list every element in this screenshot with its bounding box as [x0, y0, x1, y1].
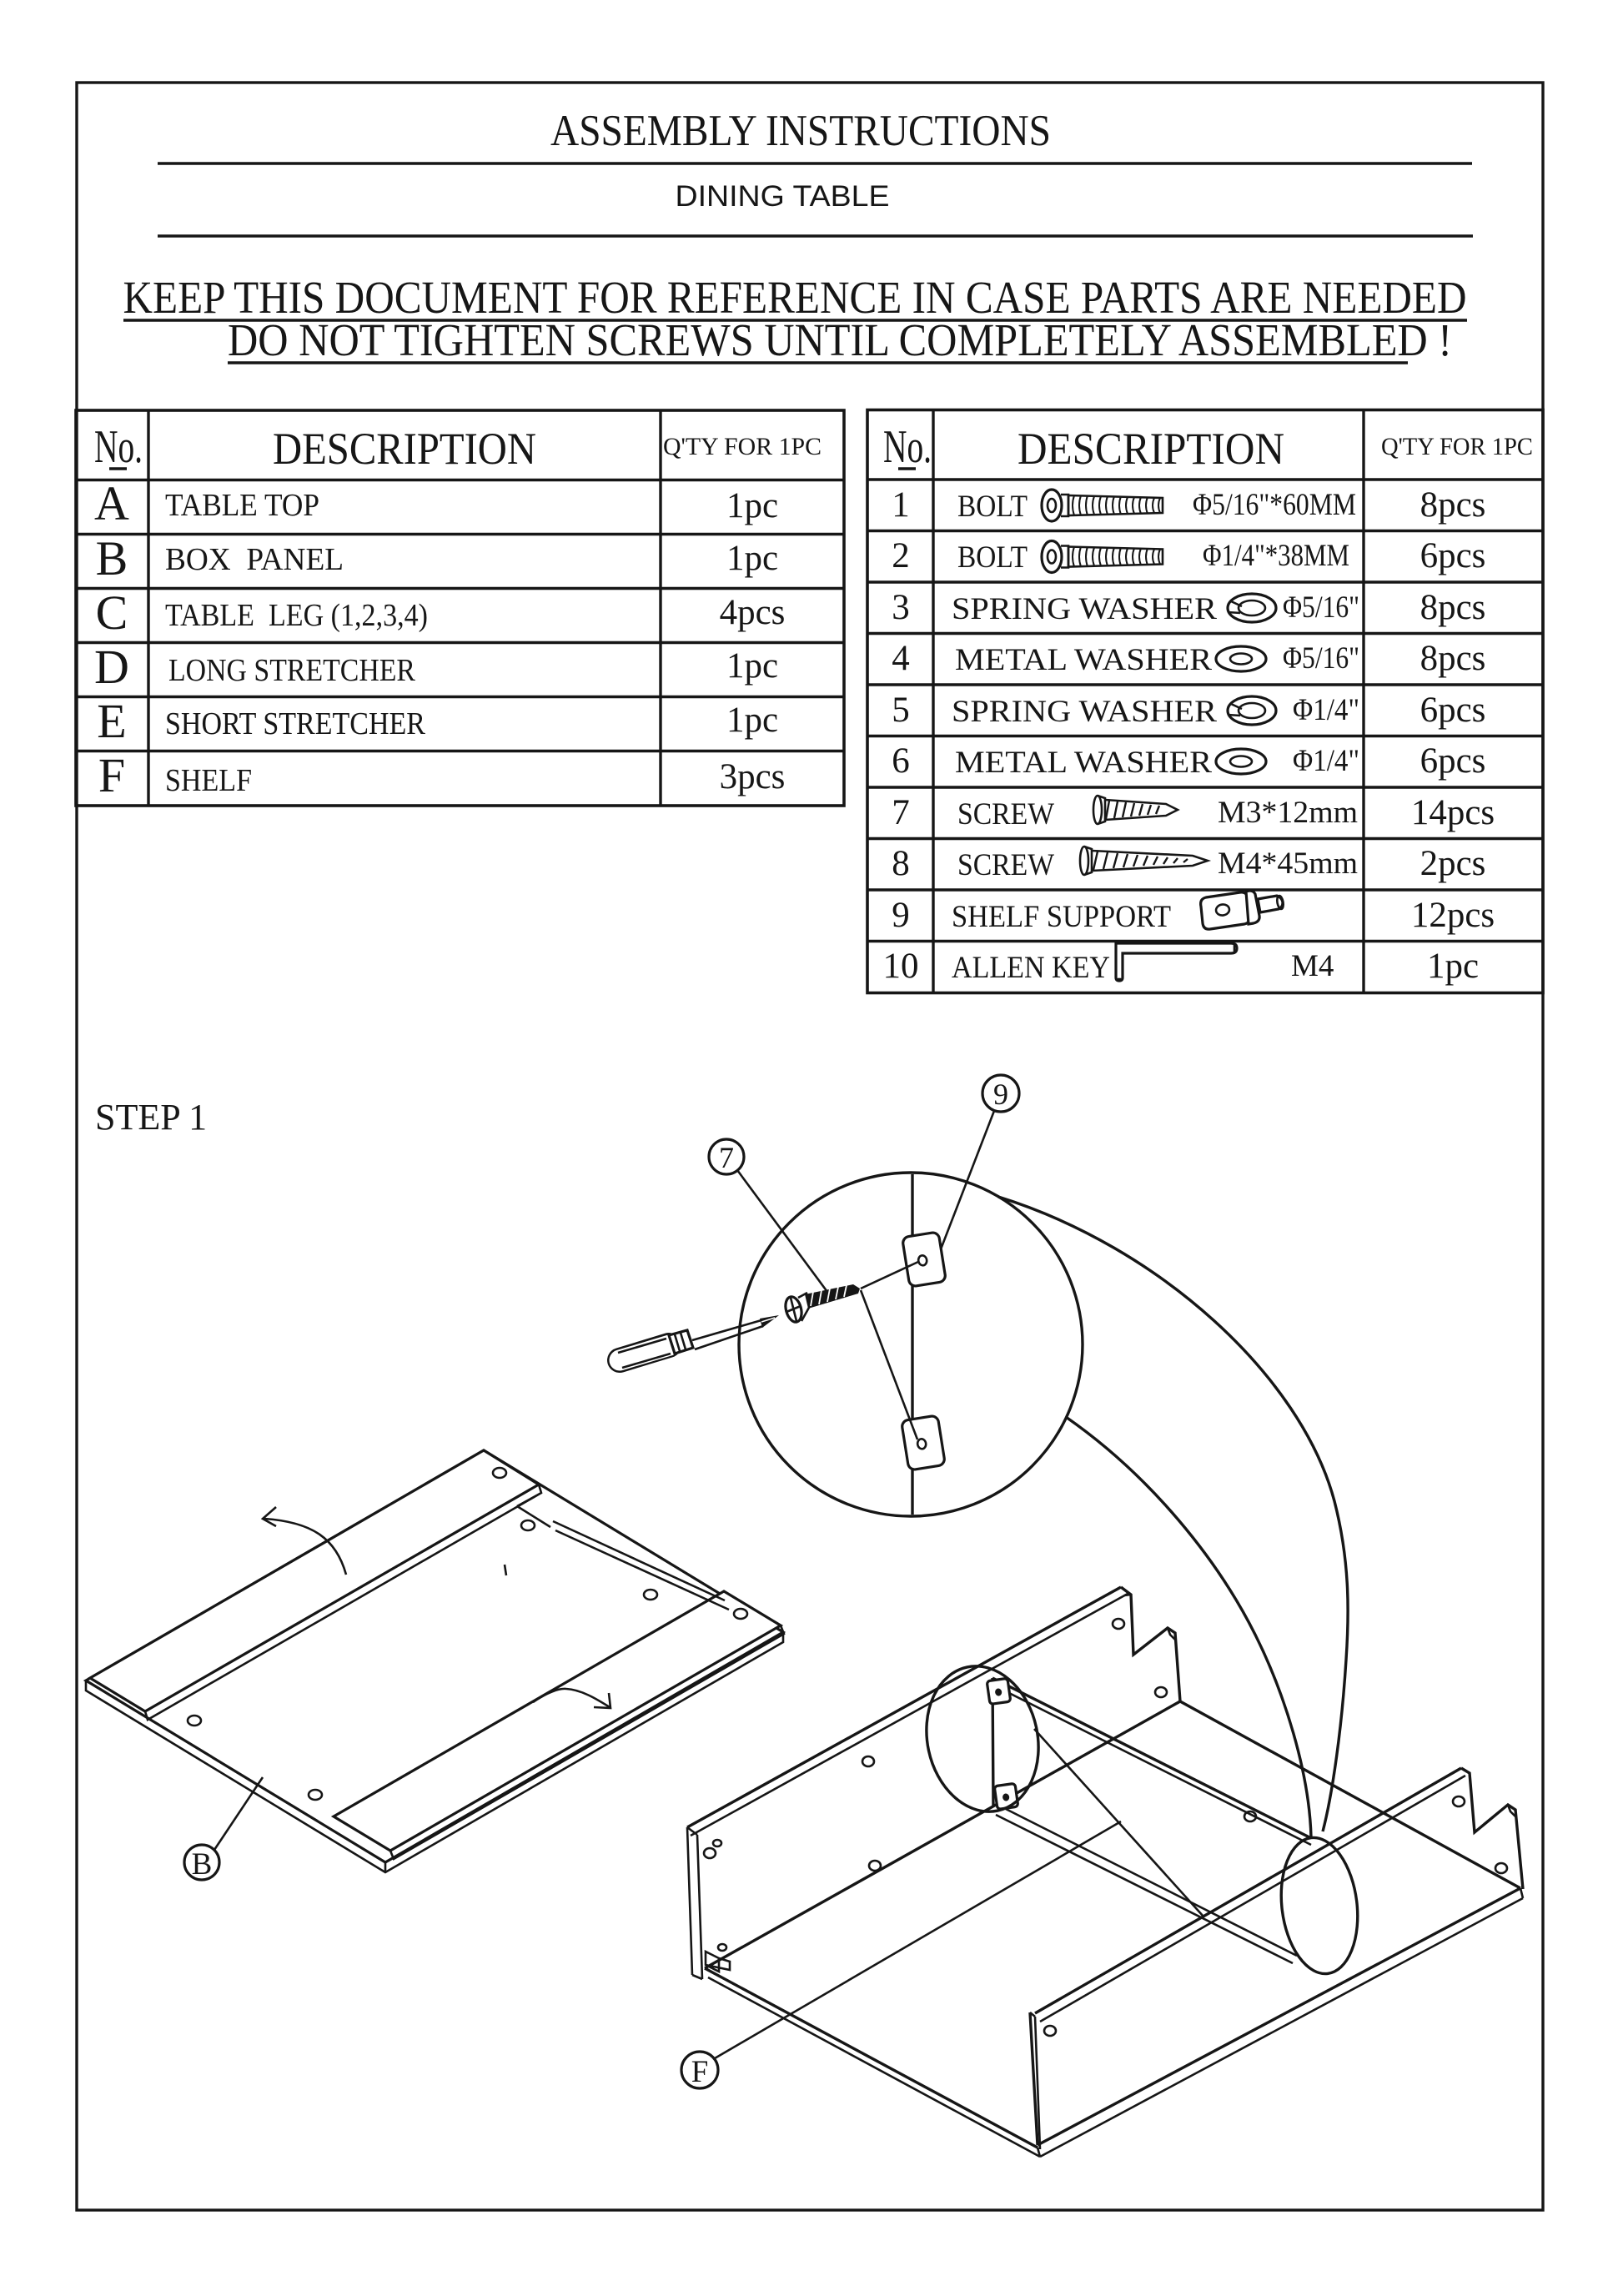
- svg-text:BOX PANEL: BOX PANEL: [165, 542, 344, 577]
- svg-text:8: 8: [892, 844, 910, 883]
- svg-text:4pcs: 4pcs: [720, 593, 786, 632]
- svg-text:DINING TABLE: DINING TABLE: [676, 180, 890, 213]
- svg-text:No.: No.: [94, 421, 143, 473]
- svg-text:Q'TY FOR 1PC: Q'TY FOR 1PC: [1381, 433, 1533, 460]
- svg-text:7: 7: [892, 793, 910, 832]
- svg-text:METAL WASHER: METAL WASHER: [955, 643, 1212, 677]
- svg-text:3pcs: 3pcs: [720, 757, 786, 796]
- svg-text:2: 2: [892, 536, 910, 575]
- svg-text:10: 10: [883, 947, 919, 986]
- svg-text:B: B: [192, 1847, 213, 1882]
- svg-text:TABLE LEG (1,2,3,4): TABLE LEG (1,2,3,4): [165, 598, 428, 633]
- svg-text:SPRING WASHER: SPRING WASHER: [952, 695, 1217, 729]
- svg-text:LONG STRETCHER: LONG STRETCHER: [168, 653, 416, 688]
- svg-text:1pc: 1pc: [726, 539, 778, 578]
- svg-text:D: D: [94, 640, 129, 694]
- svg-text:METAL WASHER: METAL WASHER: [955, 746, 1212, 780]
- svg-text:8pcs: 8pcs: [1420, 485, 1486, 525]
- svg-text:B: B: [96, 531, 128, 585]
- svg-text:1: 1: [892, 485, 910, 525]
- svg-text:SCREW: SCREW: [957, 848, 1054, 882]
- svg-text:F: F: [98, 748, 125, 802]
- svg-text:1pc: 1pc: [726, 701, 778, 740]
- svg-text:9: 9: [993, 1078, 1008, 1111]
- svg-text:C: C: [96, 585, 128, 640]
- svg-text:8pcs: 8pcs: [1420, 639, 1486, 678]
- svg-text:Φ5/16"*60MM: Φ5/16"*60MM: [1193, 488, 1356, 522]
- svg-text:7: 7: [719, 1141, 734, 1174]
- svg-text:14pcs: 14pcs: [1411, 793, 1495, 832]
- svg-text:3: 3: [892, 588, 910, 627]
- svg-text:DO NOT TIGHTEN SCREWS UNTIL CO: DO NOT TIGHTEN SCREWS UNTIL COMPLETELY A…: [228, 314, 1452, 365]
- svg-text:F: F: [691, 2055, 709, 2089]
- svg-text:BOLT: BOLT: [957, 490, 1028, 524]
- svg-text:SCREW: SCREW: [957, 797, 1054, 831]
- svg-text:M3*12mm: M3*12mm: [1218, 796, 1358, 830]
- svg-text:6: 6: [892, 741, 910, 781]
- svg-text:Φ1/4"*38MM: Φ1/4"*38MM: [1203, 539, 1349, 573]
- svg-text:6pcs: 6pcs: [1420, 741, 1486, 781]
- svg-text:Φ5/16": Φ5/16": [1283, 641, 1359, 676]
- svg-text:Φ5/16": Φ5/16": [1283, 590, 1359, 625]
- svg-text:SHELF: SHELF: [165, 763, 252, 798]
- svg-text:A: A: [94, 476, 129, 530]
- svg-text:BOLT: BOLT: [957, 540, 1028, 575]
- svg-text:STEP 1: STEP 1: [95, 1097, 207, 1138]
- svg-text:SPRING WASHER: SPRING WASHER: [952, 592, 1217, 626]
- svg-text:DESCRIPTION: DESCRIPTION: [1018, 424, 1284, 474]
- svg-text:M4: M4: [1291, 949, 1334, 983]
- svg-text:1pc: 1pc: [726, 486, 778, 525]
- svg-text:DESCRIPTION: DESCRIPTION: [273, 424, 536, 474]
- svg-text:1pc: 1pc: [1427, 947, 1479, 986]
- svg-text:KEEP THIS DOCUMENT FOR REFEREN: KEEP THIS DOCUMENT FOR REFERENCE IN CASE…: [123, 272, 1467, 323]
- svg-text:4: 4: [892, 639, 910, 678]
- svg-text:2pcs: 2pcs: [1420, 844, 1486, 883]
- svg-text:6pcs: 6pcs: [1420, 691, 1486, 730]
- svg-text:Φ1/4": Φ1/4": [1293, 744, 1359, 778]
- svg-text:12pcs: 12pcs: [1411, 896, 1495, 935]
- svg-text:SHELF SUPPORT: SHELF SUPPORT: [952, 900, 1171, 934]
- svg-text:M4*45mm: M4*45mm: [1218, 847, 1358, 881]
- svg-text:TABLE TOP: TABLE TOP: [165, 488, 319, 523]
- svg-text:ASSEMBLY INSTRUCTIONS: ASSEMBLY INSTRUCTIONS: [550, 107, 1051, 155]
- svg-text:E: E: [97, 694, 126, 748]
- svg-text:Φ1/4": Φ1/4": [1293, 693, 1359, 727]
- svg-text:6pcs: 6pcs: [1420, 536, 1486, 575]
- svg-text:8pcs: 8pcs: [1420, 588, 1486, 627]
- svg-text:Q'TY FOR 1PC: Q'TY FOR 1PC: [663, 433, 822, 460]
- svg-text:SHORT STRETCHER: SHORT STRETCHER: [165, 706, 426, 741]
- svg-text:ALLEN KEY: ALLEN KEY: [952, 951, 1110, 985]
- svg-text:5: 5: [892, 691, 910, 730]
- svg-text:No.: No.: [883, 421, 932, 473]
- svg-text:1pc: 1pc: [726, 646, 778, 686]
- svg-text:9: 9: [892, 896, 910, 935]
